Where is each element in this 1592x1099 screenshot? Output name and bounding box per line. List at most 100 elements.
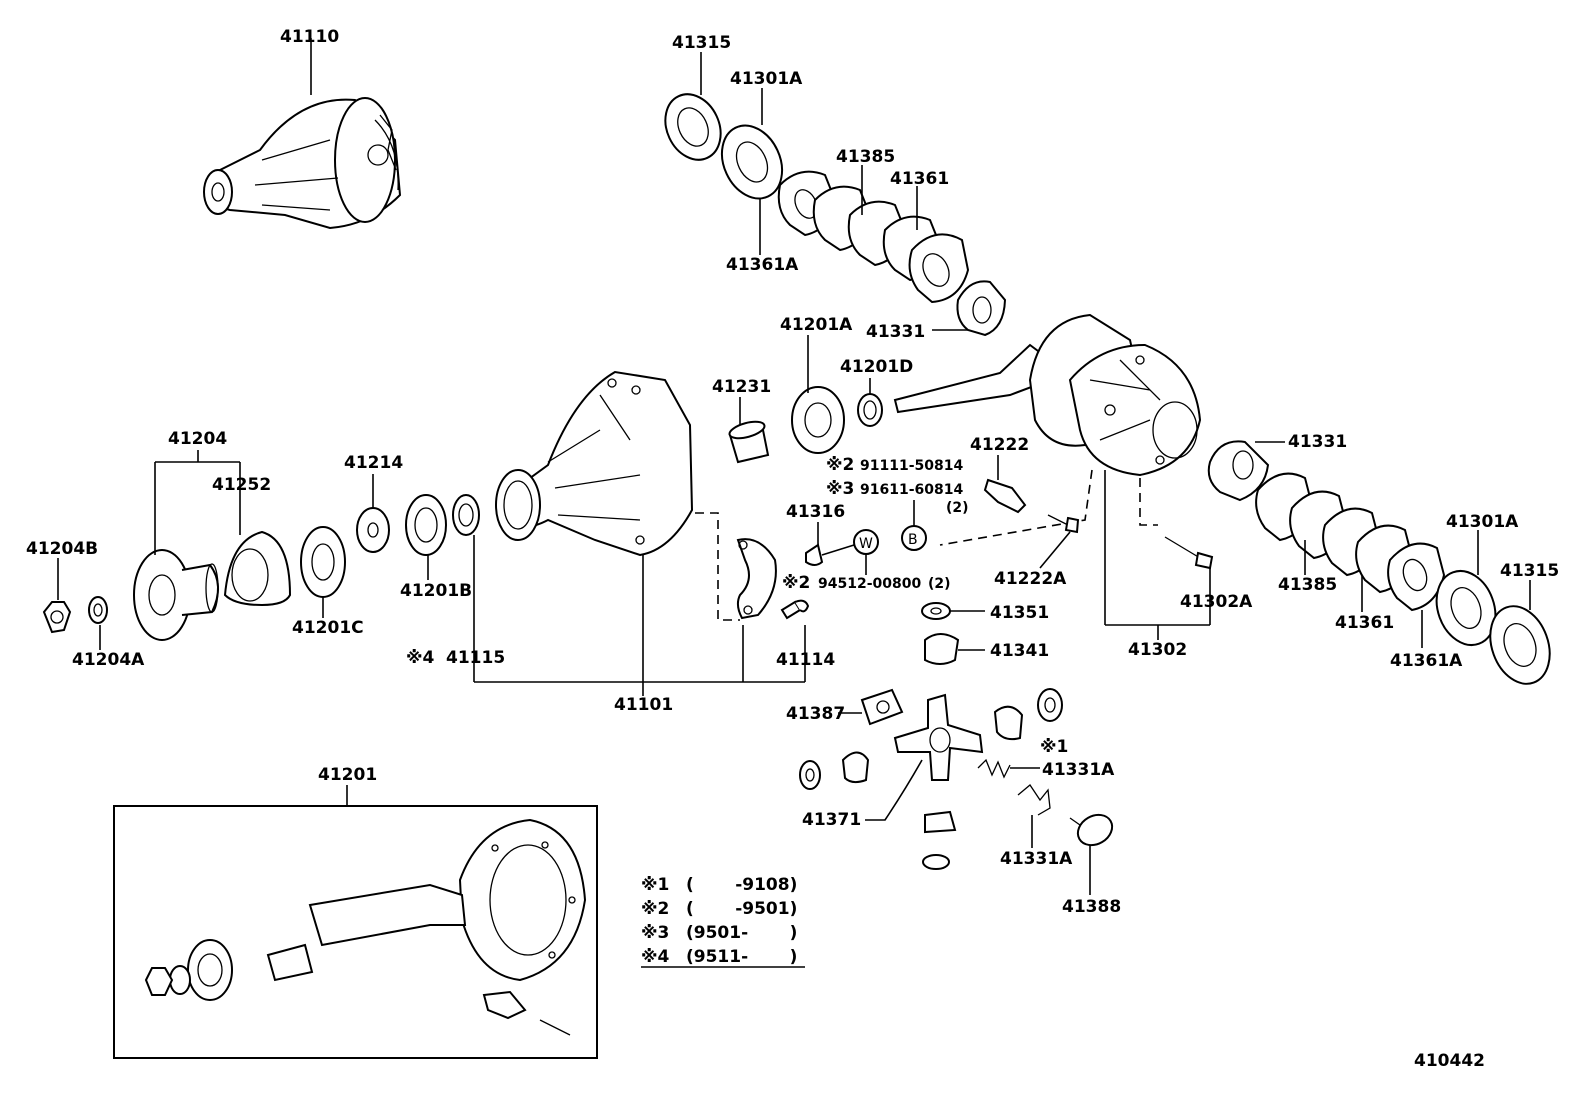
label-41316: 41316 [786, 502, 845, 522]
label-41361-upper: 41361 [890, 169, 949, 189]
note-qty-94512: (2) [928, 576, 951, 592]
label-41201: 41201 [318, 765, 377, 785]
label-41385-upper: 41385 [836, 147, 895, 167]
clutch-plates-upper[interactable] [777, 170, 970, 304]
bolt-41114[interactable] [780, 599, 810, 620]
plate-41387[interactable] [860, 688, 904, 726]
pinion-gear-left[interactable] [799, 751, 870, 790]
legend-range-1: ( -9108) [686, 875, 797, 895]
flange-41204[interactable] [133, 549, 219, 641]
label-41361-lower: 41361 [1335, 613, 1394, 633]
label-41252: 41252 [212, 475, 271, 495]
bearing-41301A-upper[interactable] [711, 116, 794, 209]
label-41201B: 41201B [400, 581, 472, 601]
note-qty-91611: (2) [946, 500, 969, 516]
washer-41351[interactable] [921, 602, 951, 620]
symbol-w-text: W [859, 536, 873, 552]
label-41201C: 41201C [292, 618, 364, 638]
label-41201A: 41201A [780, 315, 853, 335]
note-code-91611: 91611-60814 [860, 482, 963, 498]
carrier-housing-41101[interactable] [495, 370, 694, 557]
bolt-41302A[interactable] [1164, 536, 1214, 570]
legend-mark-2: ※2 [641, 899, 669, 919]
sensor-41222[interactable] [983, 478, 1027, 514]
legend-range-2: ( -9501) [686, 899, 797, 919]
legend: ※1 ( -9108) ※2 ( -9501) ※3 (9501- ) ※4 (… [641, 875, 805, 968]
label-41115: 41115 [446, 648, 505, 668]
note-mark-4: ※4 [406, 648, 435, 668]
bearing-cup-41315-lower[interactable] [1480, 598, 1560, 692]
label-41385-lower: 41385 [1278, 575, 1337, 595]
washer-41214[interactable] [356, 507, 390, 553]
bearing-41201C[interactable] [300, 526, 346, 598]
label-41301A-lower: 41301A [1446, 512, 1519, 532]
label-41361A-lower: 41361A [1390, 651, 1463, 671]
label-41351: 41351 [990, 603, 1049, 623]
label-41331A-upper: 41331A [1042, 760, 1115, 780]
label-41231: 41231 [712, 377, 771, 397]
kit-frame-41201 [113, 805, 598, 1059]
lock-41316[interactable] [805, 543, 824, 566]
bolt-41222A[interactable] [1047, 514, 1080, 534]
nut-41204B[interactable] [42, 601, 72, 634]
note-mark-3: ※3 [826, 479, 854, 499]
block-41341-lower[interactable] [924, 810, 957, 834]
label-41341: 41341 [990, 641, 1049, 661]
label-41101: 41101 [614, 695, 673, 715]
deflector-41252[interactable] [223, 530, 292, 607]
label-41315-upper: 41315 [672, 33, 731, 53]
washer-41201D[interactable] [857, 393, 883, 427]
washer-41351-lower[interactable] [922, 854, 950, 870]
note-mark-2-b: ※2 [782, 573, 810, 593]
figure-number: 410442 [1414, 1051, 1485, 1071]
carrier-assembly-41110[interactable] [203, 97, 402, 230]
bearing-41201B[interactable] [405, 494, 447, 556]
label-41388: 41388 [1062, 897, 1121, 917]
ring-gear-kit-41201[interactable] [144, 818, 587, 1036]
spider-41371[interactable] [893, 693, 984, 781]
pinion-gear-right[interactable] [993, 688, 1063, 741]
label-41331A-lower: 41331A [1000, 849, 1073, 869]
washer-41204A[interactable] [88, 596, 108, 624]
differential-case-41302[interactable] [893, 313, 1202, 477]
label-41110: 41110 [280, 27, 339, 47]
side-gear-41331-upper[interactable] [956, 280, 1007, 337]
thrust-41341[interactable] [924, 633, 960, 665]
legend-mark-1: ※1 [641, 875, 669, 895]
label-41302A: 41302A [1180, 592, 1253, 612]
note-mark-2-a: ※2 [826, 455, 854, 475]
symbol-b-text: B [908, 532, 918, 548]
bearing-41201A[interactable] [791, 386, 845, 454]
side-gear-41331-lower[interactable] [1207, 440, 1270, 502]
spacer-41231[interactable] [728, 419, 770, 464]
label-41301A-upper: 41301A [730, 69, 803, 89]
oil-seal-41115[interactable] [452, 494, 480, 536]
label-41387: 41387 [786, 704, 845, 724]
label-41331-upper: 41331 [866, 322, 925, 342]
legend-range-3: (9501- ) [686, 923, 797, 943]
label-41222A: 41222A [994, 569, 1067, 589]
legend-mark-3: ※3 [641, 923, 669, 943]
label-41331-lower: 41331 [1288, 432, 1347, 452]
label-41201D: 41201D [840, 357, 913, 377]
note-code-94512: 94512-00800 [818, 576, 921, 592]
label-41204B: 41204B [26, 539, 98, 559]
clutch-plates-lower[interactable] [1255, 472, 1446, 612]
spring-41331A-upper[interactable] [977, 758, 1011, 779]
label-41315-lower: 41315 [1500, 561, 1559, 581]
label-41204A: 41204A [72, 650, 145, 670]
bearing-41301A-lower[interactable] [1427, 563, 1506, 654]
note-mark-1: ※1 [1040, 737, 1068, 757]
note-code-91111: 91111-50814 [860, 458, 963, 474]
screw-41388[interactable] [1069, 809, 1118, 851]
legend-range-4: (9511- ) [686, 947, 797, 967]
spring-41331A-lower[interactable] [1017, 784, 1051, 816]
label-41302: 41302 [1128, 640, 1187, 660]
label-41114: 41114 [776, 650, 835, 670]
label-41361A-upper: 41361A [726, 255, 799, 275]
label-41204: 41204 [168, 429, 227, 449]
label-41371: 41371 [802, 810, 861, 830]
bearing-cap[interactable] [736, 538, 777, 620]
bearing-cup-41315-upper[interactable] [655, 85, 731, 169]
